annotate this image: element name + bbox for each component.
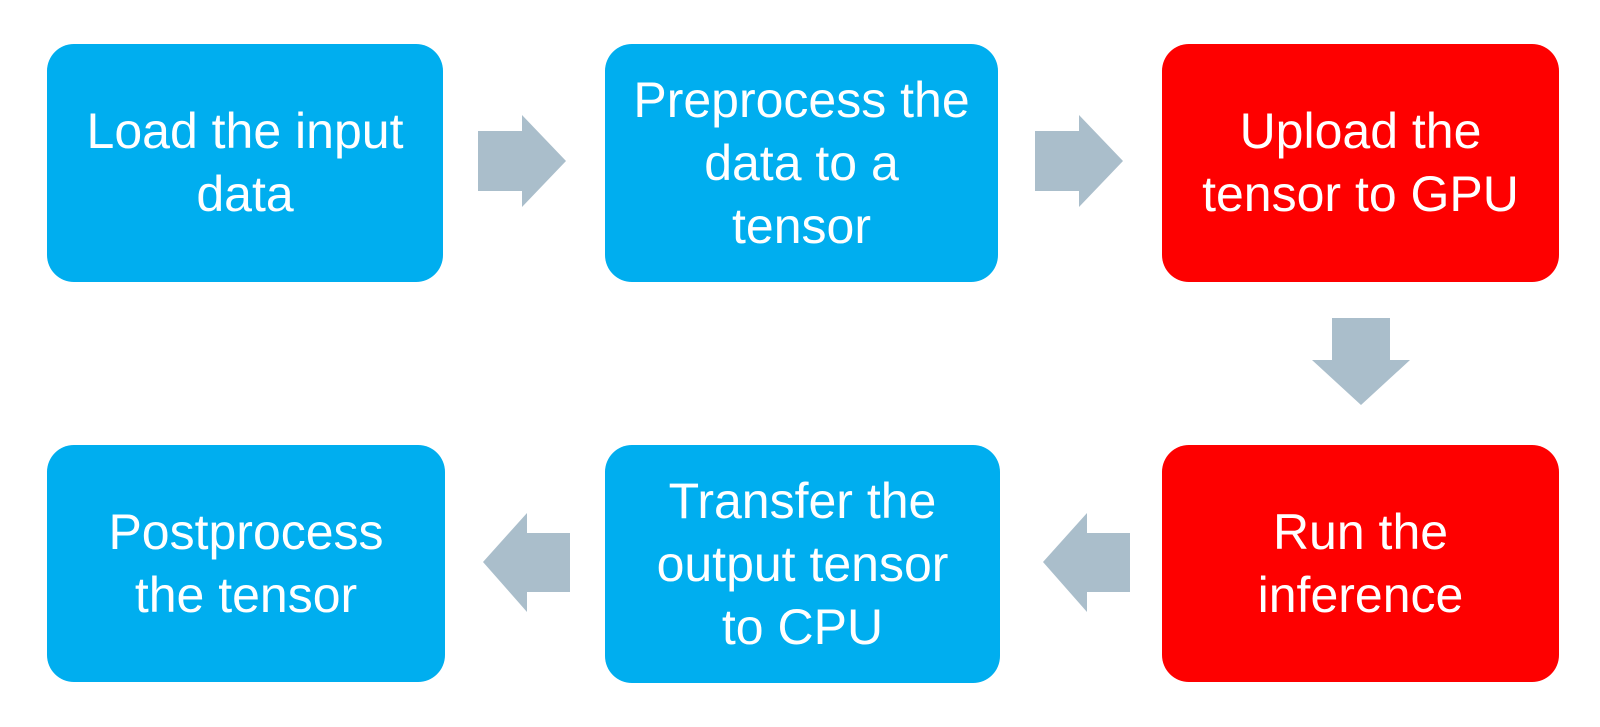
flow-node-load-input-data: Load the input data [47, 44, 443, 282]
flow-node-label: Load the input data [86, 103, 404, 222]
arrow-left-icon [483, 513, 570, 612]
flow-node-label: Preprocess the data to a tensor [633, 71, 970, 254]
flow-node-label: Transfer the output tensor to CPU [656, 472, 949, 655]
arrow-left-icon [1043, 513, 1130, 612]
flow-node-upload-tensor-gpu: Upload the tensor to GPU [1162, 44, 1559, 282]
flow-node-label: Run the inference [1257, 503, 1464, 623]
arrow-right-icon [478, 115, 566, 207]
flow-node-preprocess-data: Preprocess the data to a tensor [605, 44, 998, 282]
arrow-down-icon [1312, 318, 1410, 405]
flow-node-label: Upload the tensor to GPU [1202, 103, 1519, 222]
flow-node-run-inference: Run the inference [1162, 445, 1559, 682]
flow-node-transfer-tensor-cpu: Transfer the output tensor to CPU [605, 445, 1000, 683]
flow-node-label: Postprocess the tensor [108, 503, 384, 623]
flow-node-postprocess-tensor: Postprocess the tensor [47, 445, 445, 682]
arrow-right-icon [1035, 115, 1123, 207]
